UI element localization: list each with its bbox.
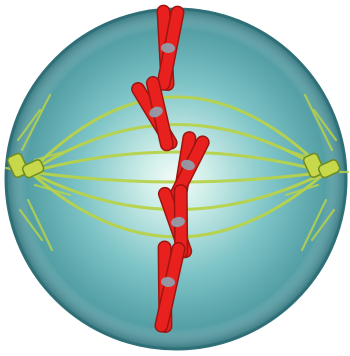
metaphase-cell-illustration (0, 0, 350, 356)
illustration-canvas (0, 0, 350, 356)
